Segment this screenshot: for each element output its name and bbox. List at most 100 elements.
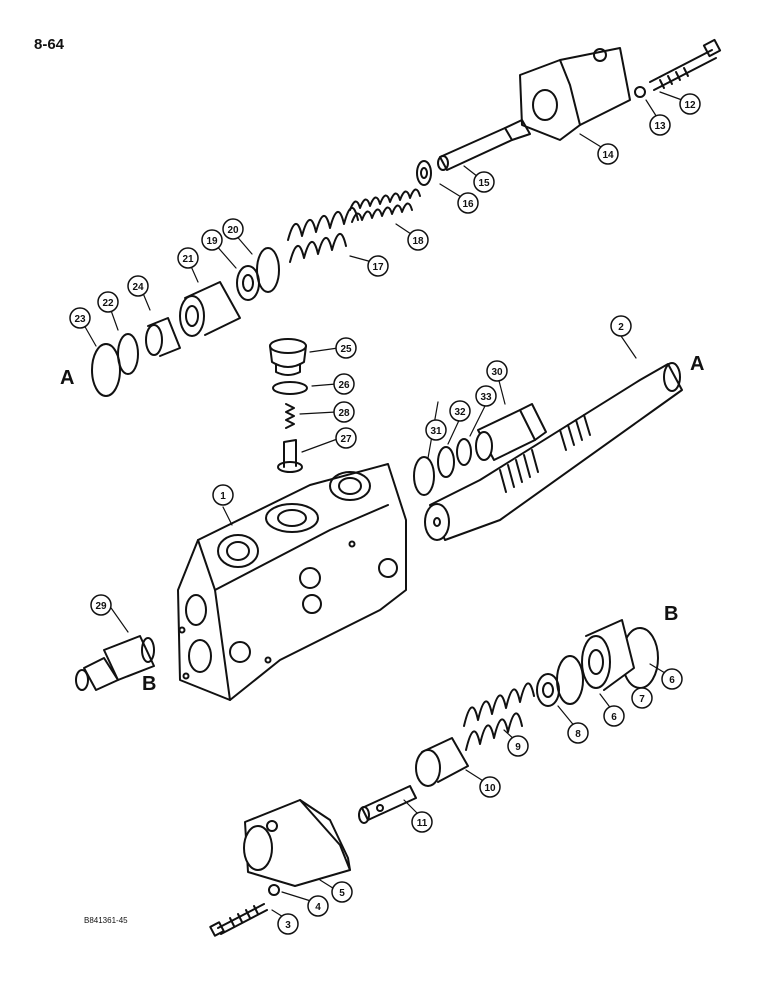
- part-10-retainer: [415, 737, 469, 787]
- callout-15: 15: [473, 171, 495, 193]
- part-30-cartridge: [475, 403, 547, 461]
- part-5-cap-housing: [243, 799, 351, 887]
- part-4-washer: [268, 884, 280, 896]
- callout-13: 13: [649, 114, 671, 136]
- svg-text:14: 14: [602, 150, 614, 161]
- svg-text:8: 8: [575, 729, 581, 740]
- svg-text:6: 6: [611, 712, 617, 723]
- part-21-sleeve: [179, 281, 241, 337]
- part-2-spool: [424, 362, 683, 541]
- callout-4: 4: [307, 895, 329, 917]
- callout-31: 31: [425, 419, 447, 441]
- svg-text:3: 3: [285, 920, 291, 931]
- callout-24: 24: [127, 275, 149, 297]
- svg-text:1: 1: [220, 491, 226, 502]
- part-8-washer: [536, 673, 560, 707]
- callout-33: 33: [475, 385, 497, 407]
- callout-20: 20: [222, 218, 244, 240]
- svg-text:33: 33: [480, 392, 492, 403]
- svg-text:22: 22: [102, 298, 114, 309]
- callout-32: 32: [449, 400, 471, 422]
- page-number: 8-64: [34, 36, 65, 53]
- svg-text:9: 9: [515, 742, 521, 753]
- part-15-stem: [437, 119, 531, 171]
- svg-text:26: 26: [338, 380, 350, 391]
- svg-text:4: 4: [315, 902, 321, 913]
- svg-text:6: 6: [669, 675, 675, 686]
- ref-letter-a-right: A: [690, 353, 704, 375]
- part-31-oring: [413, 456, 435, 496]
- part-33-oring: [456, 438, 472, 466]
- svg-text:5: 5: [339, 888, 345, 899]
- svg-text:10: 10: [484, 783, 496, 794]
- callout-29: 29: [90, 594, 112, 616]
- part-24-bushing: [145, 317, 181, 357]
- callout-23: 23: [69, 307, 91, 329]
- part-27-poppet: [277, 439, 303, 473]
- callout-30: 30: [486, 360, 508, 382]
- callouts: 1 2 3 4 5 6 6 7 8 9 10 11 12 13 14 15 16…: [69, 93, 701, 935]
- part-19-retainer: [236, 265, 260, 301]
- callout-25: 25: [335, 337, 357, 359]
- drawing-code: B841361-45: [84, 916, 128, 925]
- svg-text:27: 27: [340, 434, 352, 445]
- svg-text:2: 2: [618, 322, 624, 333]
- callout-14: 14: [597, 143, 619, 165]
- callout-3: 3: [277, 913, 299, 935]
- part-17-spring: [287, 207, 359, 263]
- callout-18: 18: [407, 229, 429, 251]
- svg-text:32: 32: [454, 407, 466, 418]
- callout-16: 16: [457, 192, 479, 214]
- ref-letter-a-left: A: [60, 367, 74, 389]
- callout-9: 9: [507, 735, 529, 757]
- part-13-washer: [634, 86, 646, 98]
- callout-6-left: 6: [603, 705, 625, 727]
- svg-text:17: 17: [372, 262, 384, 273]
- part-7-sleeve: [581, 619, 635, 691]
- part-6-oring-left: [556, 655, 584, 705]
- callout-8: 8: [567, 722, 589, 744]
- callout-27: 27: [335, 427, 357, 449]
- part-9-spring: [463, 682, 535, 751]
- svg-text:12: 12: [684, 100, 696, 111]
- svg-text:25: 25: [340, 344, 352, 355]
- callout-6-right: 6: [661, 668, 683, 690]
- svg-text:7: 7: [639, 694, 645, 705]
- svg-text:31: 31: [430, 426, 442, 437]
- svg-text:11: 11: [417, 818, 428, 829]
- part-22-ring: [117, 333, 139, 375]
- callout-11: 11: [411, 811, 433, 833]
- callout-19: 19: [201, 229, 223, 251]
- svg-text:18: 18: [412, 236, 424, 247]
- svg-text:13: 13: [654, 121, 666, 132]
- svg-text:15: 15: [478, 178, 490, 189]
- callout-5: 5: [331, 881, 353, 903]
- part-25-plug: [269, 338, 307, 376]
- part-12-capscrew: [649, 38, 722, 91]
- callout-1: 1: [212, 484, 234, 506]
- callout-22: 22: [97, 291, 119, 313]
- part-26-oring: [272, 381, 308, 395]
- svg-text:24: 24: [132, 282, 144, 293]
- part-29-relief-valve: [75, 635, 155, 691]
- part-11-stem: [358, 785, 417, 824]
- callout-26: 26: [333, 373, 355, 395]
- part-28-spring: [285, 403, 295, 429]
- part-14-cap-housing: [519, 47, 631, 141]
- callout-10: 10: [479, 776, 501, 798]
- part-3-capscrew: [209, 903, 268, 937]
- callout-21: 21: [177, 247, 199, 269]
- part-20-oring: [256, 247, 280, 293]
- ref-letter-b-left: B: [142, 673, 156, 695]
- part-18-spring: [349, 188, 421, 223]
- part-16-washer: [416, 160, 432, 186]
- svg-text:16: 16: [462, 199, 474, 210]
- callout-2: 2: [610, 315, 632, 337]
- svg-text:30: 30: [491, 367, 503, 378]
- callout-17: 17: [367, 255, 389, 277]
- svg-text:28: 28: [338, 408, 350, 419]
- part-1-valve-body: [177, 463, 407, 701]
- svg-text:21: 21: [182, 254, 194, 265]
